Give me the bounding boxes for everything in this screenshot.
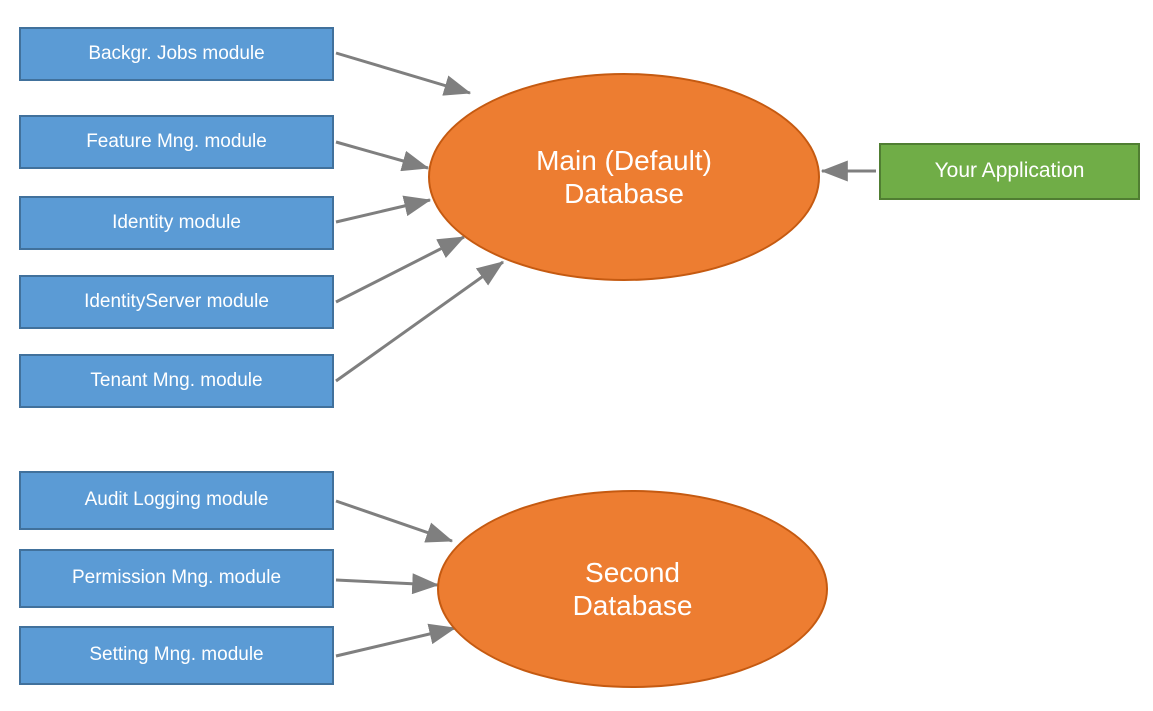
connector-setting-mng-to-second-db xyxy=(335,623,457,658)
database-label: Main (Default) Database xyxy=(518,144,730,210)
module-label: Feature Mng. module xyxy=(86,130,267,152)
module-label: Identity module xyxy=(112,211,241,233)
database-node-second[interactable]: Second Database xyxy=(437,490,828,688)
module-label: Permission Mng. module xyxy=(71,567,282,589)
connector-permission-mng-to-second-db xyxy=(335,573,440,595)
database-label-line1: Second xyxy=(585,556,680,588)
module-label: Tenant Mng. module xyxy=(90,369,263,391)
module-box-audit-logging[interactable]: Audit Logging module xyxy=(19,471,334,530)
module-label: Audit Logging module xyxy=(84,489,269,511)
connector-identity-to-main-db xyxy=(335,195,432,224)
database-node-main[interactable]: Main (Default) Database xyxy=(428,73,820,281)
application-label: Your Application xyxy=(934,159,1085,183)
application-box-your-application[interactable]: Your Application xyxy=(879,143,1140,200)
database-label-line2: Database xyxy=(572,590,693,621)
module-box-feature-mng[interactable]: Feature Mng. module xyxy=(19,115,334,169)
connector-tenant-mng-to-main-db xyxy=(335,260,504,383)
module-box-permission-mng[interactable]: Permission Mng. module xyxy=(19,549,334,608)
module-box-identityserver[interactable]: IdentityServer module xyxy=(19,275,334,329)
database-label-line2: Database xyxy=(564,178,684,209)
module-box-tenant-mng[interactable]: Tenant Mng. module xyxy=(19,354,334,408)
module-box-backgr-jobs[interactable]: Backgr. Jobs module xyxy=(19,27,334,81)
module-label: Backgr. Jobs module xyxy=(88,42,265,64)
connector-audit-logging-to-second-db xyxy=(335,499,454,543)
module-label: IdentityServer module xyxy=(84,290,269,312)
database-label: Second Database xyxy=(555,556,711,622)
module-box-identity[interactable]: Identity module xyxy=(19,196,334,250)
module-box-setting-mng[interactable]: Setting Mng. module xyxy=(19,626,334,685)
database-label-line1: Main (Default) xyxy=(536,144,712,176)
connector-feature-mng-to-main-db xyxy=(335,140,430,172)
connector-identityserver-to-main-db xyxy=(335,235,466,304)
module-label: Setting Mng. module xyxy=(89,644,264,666)
connector-backgr-jobs-to-main-db xyxy=(335,51,472,96)
